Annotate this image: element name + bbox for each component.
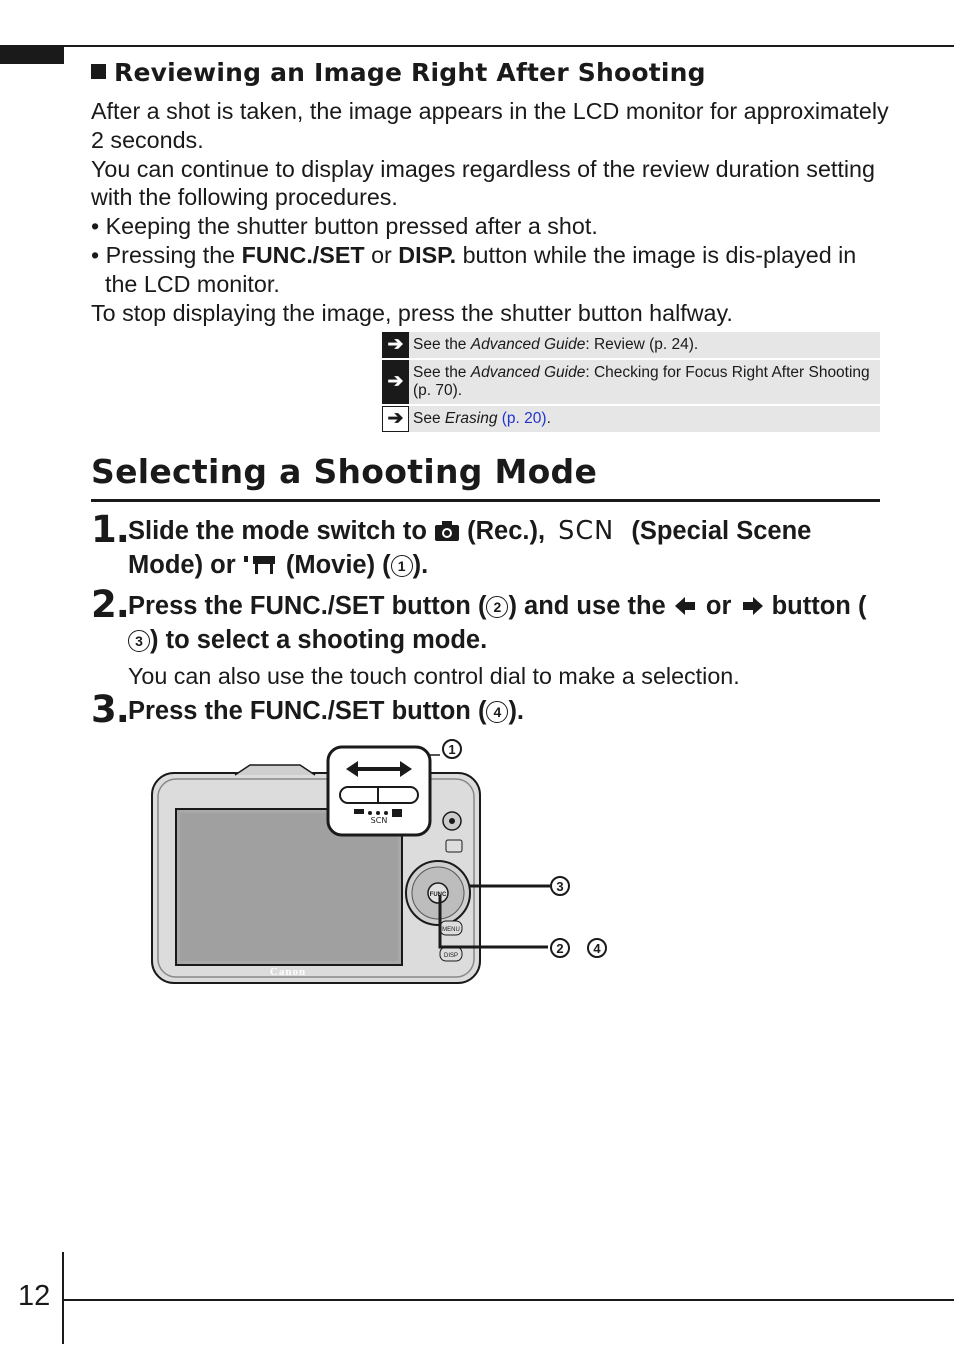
- arrow-right-icon: ➔: [382, 360, 409, 404]
- func-label: FUNC: [430, 892, 447, 898]
- menu-label: MENU: [442, 927, 460, 933]
- step-number: 1.: [91, 508, 130, 551]
- paragraph: You can continue to display images regar…: [91, 155, 875, 211]
- reference-row: ➔ See the Advanced Guide: Review (p. 24)…: [382, 332, 880, 358]
- callout-number: 4: [486, 701, 509, 723]
- callout-number: 3: [128, 630, 150, 652]
- step-2: 2. Press the FUNC./SET button (2) and us…: [91, 583, 881, 691]
- scn-icon: SCN: [558, 516, 615, 546]
- section-tab: [0, 45, 64, 64]
- review-body: After a shot is taken, the image appears…: [91, 97, 891, 327]
- bullet-item: • Pressing the FUNC./SET or DISP. button…: [91, 241, 857, 297]
- brand-logo: Canon: [270, 966, 306, 978]
- paragraph: To stop displaying the image, press the …: [91, 299, 733, 326]
- step-note: You can also use the touch control dial …: [128, 663, 740, 689]
- reference-row: ➔ See the Advanced Guide: Checking for F…: [382, 360, 880, 404]
- paragraph: After a shot is taken, the image appears…: [91, 98, 889, 153]
- callout-1: 1: [448, 742, 455, 757]
- step-1: 1. Slide the mode switch to (Rec.), SCN …: [91, 508, 812, 579]
- callout-number: 1: [390, 555, 413, 577]
- arrow-right-icon: ➔: [382, 406, 409, 432]
- step-number: 3.: [91, 688, 130, 731]
- step-3: 3. Press the FUNC./SET button (4).: [91, 688, 525, 731]
- step-number: 2.: [91, 583, 130, 626]
- page-title: Selecting a Shooting Mode: [91, 452, 598, 491]
- callout-3: 3: [556, 879, 563, 894]
- arrow-right-icon: [742, 597, 763, 615]
- bullet-item: • Keeping the shutter button pressed aft…: [91, 213, 598, 240]
- page-number: 12: [18, 1280, 51, 1312]
- camera-illustration: Canon FUNC MENU DISP SCN 1 3 2 4: [151, 739, 607, 984]
- disp-label: DISP: [444, 953, 458, 959]
- callout-4: 4: [593, 941, 601, 956]
- callout-number: 2: [486, 596, 509, 618]
- camera-icon: [435, 521, 460, 541]
- movie-icon: [243, 556, 275, 574]
- section-heading: Reviewing an Image Right After Shooting: [91, 58, 706, 87]
- switch-scn-label: SCN: [371, 816, 388, 825]
- footer-divider: [62, 1252, 64, 1344]
- arrow-left-icon: [674, 597, 695, 615]
- top-rule: [0, 45, 954, 47]
- reference-row: ➔ See Erasing (p. 20).: [382, 406, 880, 432]
- callout-2: 2: [556, 941, 563, 956]
- arrow-right-icon: ➔: [382, 332, 409, 358]
- footer-rule: [62, 1299, 954, 1301]
- square-bullet-icon: [91, 64, 106, 79]
- title-underline: [91, 499, 880, 502]
- reference-box: ➔ See the Advanced Guide: Review (p. 24)…: [382, 332, 880, 434]
- page-link[interactable]: (p. 20): [501, 410, 547, 427]
